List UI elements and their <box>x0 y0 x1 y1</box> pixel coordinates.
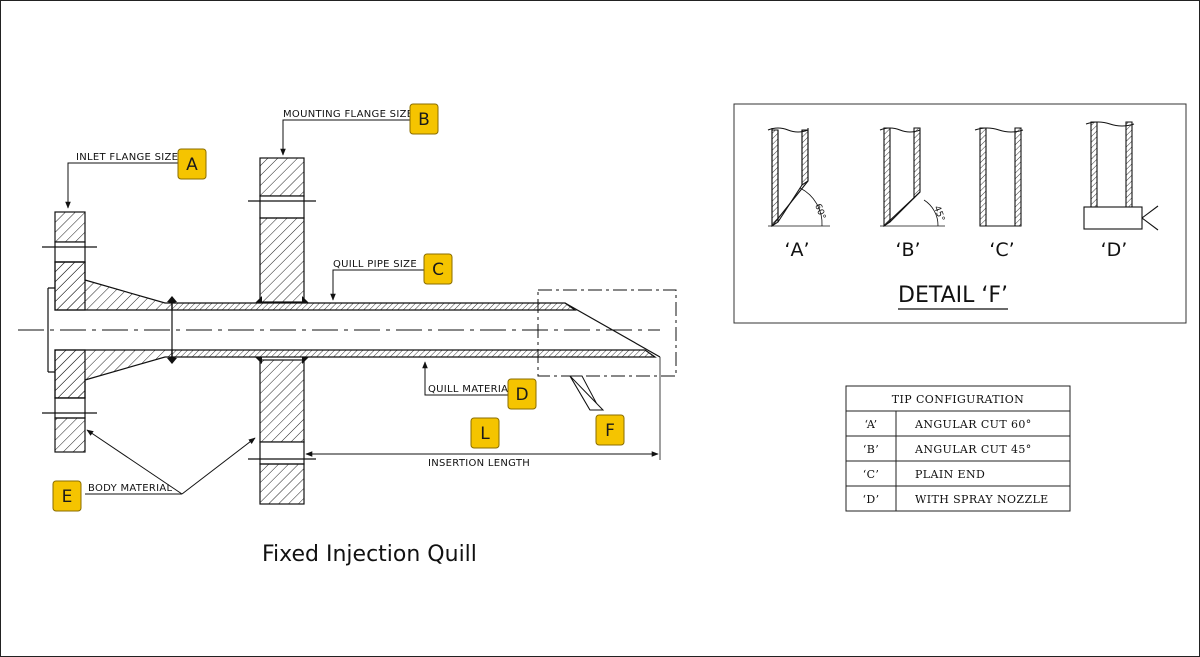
detail-f-boundary <box>537 289 677 377</box>
tip-c-drawing <box>974 127 1024 227</box>
leader-a <box>65 162 178 209</box>
label-inlet-flange-size: INLET FLANGE SIZE <box>76 152 178 163</box>
drawing-caption: Fixed Injection Quill <box>262 542 477 567</box>
leader-b <box>280 119 410 156</box>
svg-text:L: L <box>480 424 490 444</box>
tip-c-label: ‘C’ <box>989 239 1014 261</box>
label-quill-pipe-size: QUILL PIPE SIZE <box>333 259 417 270</box>
table-row-d-code: ‘D’ <box>862 493 879 506</box>
svg-text:D: D <box>515 385 528 405</box>
leader-d <box>422 361 508 396</box>
tip-a-label: ‘A’ <box>784 239 809 261</box>
table-row-a-desc: ANGULAR CUT 60° <box>914 418 1032 431</box>
svg-text:C: C <box>432 260 444 280</box>
badge-e: E <box>52 480 82 512</box>
svg-text:E: E <box>62 487 73 507</box>
tip-d-drawing <box>1083 121 1159 231</box>
badge-a: A <box>177 148 207 180</box>
svg-text:F: F <box>605 421 615 441</box>
inlet-flange <box>42 211 97 453</box>
f-pointer <box>569 375 605 411</box>
table-title: TIP CONFIGURATION <box>892 393 1024 406</box>
tip-d-label: ‘D’ <box>1101 239 1128 261</box>
leader-f <box>570 375 601 411</box>
table-row-a-code: ‘A’ <box>864 418 877 431</box>
label-mounting-flange-size: MOUNTING FLANGE SIZE <box>283 109 413 120</box>
badge-l: L <box>470 417 500 449</box>
table-row-b-code: ‘B’ <box>863 443 879 456</box>
badge-c: C <box>423 253 453 285</box>
detail-panel: 60° ‘A’ 45° ‘B’ ‘C’ <box>733 103 1187 324</box>
detail-title: DETAIL ‘F’ <box>898 283 1008 308</box>
quill-pipe <box>171 302 661 358</box>
tip-b-drawing <box>879 127 945 228</box>
leader-c <box>330 269 424 301</box>
badge-d: D <box>507 378 537 410</box>
weld-beads <box>167 296 309 364</box>
mounting-flange <box>248 157 316 505</box>
svg-text:B: B <box>418 110 430 130</box>
label-quill-material: QUILL MATERIAL <box>428 384 514 395</box>
svg-text:A: A <box>186 155 198 175</box>
badge-b: B <box>409 103 439 135</box>
quill-assembly <box>18 157 677 505</box>
label-body-material: BODY MATERIAL <box>88 483 172 494</box>
table-row-c-code: ‘C’ <box>863 468 880 481</box>
body-hub <box>47 261 173 399</box>
table-row-b-desc: ANGULAR CUT 45° <box>914 443 1032 456</box>
table-row-c-desc: PLAIN END <box>915 468 985 481</box>
label-insertion-length: INSERTION LENGTH <box>428 458 530 469</box>
table-row-d-desc: WITH SPRAY NOZZLE <box>915 493 1049 506</box>
tip-config-table <box>845 385 1071 512</box>
tip-a-drawing <box>767 127 830 228</box>
tip-b-label: ‘B’ <box>895 239 920 261</box>
badge-f: F <box>595 414 625 446</box>
